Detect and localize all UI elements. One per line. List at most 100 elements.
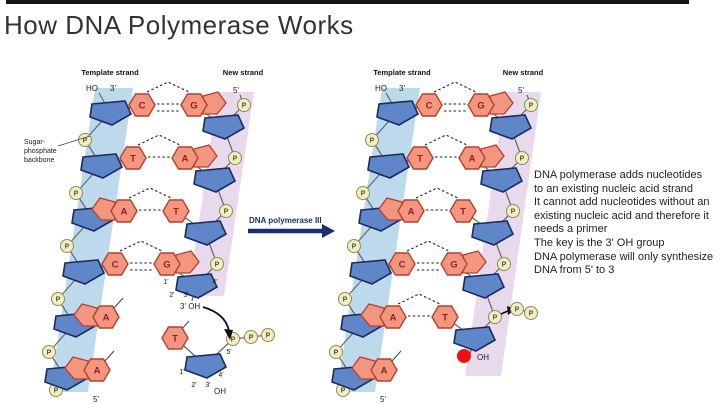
phosphate-letter: P	[370, 138, 375, 145]
phosphate-icon	[60, 239, 74, 253]
phosphate-letter: P	[65, 244, 70, 251]
base-hexagon-icon	[92, 305, 120, 329]
sugar-pentagon-icon	[184, 353, 228, 379]
hydrogen-bonds	[146, 81, 190, 93]
unpaired-bond-stub	[113, 297, 124, 309]
ho-label: HO	[375, 84, 387, 93]
base-letter-a: A	[94, 366, 101, 377]
base-letter-c: C	[112, 260, 119, 271]
phosphate-icon	[515, 151, 529, 165]
three-prime-label: 3'	[110, 84, 116, 93]
base-hexagon-icon	[458, 146, 486, 170]
phosphate-icon	[488, 310, 502, 324]
phosphate-letter: P	[334, 350, 339, 357]
phosphate-icon	[365, 133, 379, 147]
phosphate-letter: P	[352, 244, 357, 251]
phosphate-letter: P	[266, 333, 271, 340]
base-letter-c: C	[426, 101, 433, 112]
backbone-label: phosphate	[24, 148, 57, 155]
template-strand-label: Template strand	[81, 68, 139, 77]
phosphate-icon	[524, 306, 538, 320]
phosphate-letter: P	[56, 297, 61, 304]
phosphate-letter: P	[83, 138, 88, 145]
hydrogen-bonds	[397, 293, 441, 305]
phosphate-letter: P	[249, 335, 254, 342]
phosphate-icon	[510, 302, 524, 316]
base-letter-t: T	[442, 313, 448, 324]
base-letter-g: G	[450, 260, 457, 271]
carbon-2-label: 2'	[191, 382, 196, 389]
base-hexagon-icon	[119, 146, 147, 170]
phosphate-letter: P	[515, 307, 520, 314]
phosphate-letter: P	[529, 103, 534, 110]
description-line: DNA from 5' to 3	[534, 264, 615, 277]
sugar-pentagon-icon	[193, 167, 237, 193]
base-hexagon-icon	[101, 252, 129, 276]
oh-label: OH	[214, 387, 226, 396]
backbone-label: backbone	[24, 157, 54, 164]
carbon-1-label: 1'	[163, 279, 168, 286]
base-letter-t: T	[460, 207, 466, 218]
phosphate-icon	[524, 98, 538, 112]
carbon-5-label: 5'	[226, 349, 231, 356]
new-strand-label: New strand	[503, 68, 544, 77]
phosphate-letter: P	[224, 209, 229, 216]
base-hexagon-icon	[162, 199, 190, 223]
five-prime-label: 5'	[233, 86, 239, 95]
phosphate-letter: P	[343, 297, 348, 304]
description-line: needs a primer	[534, 223, 608, 236]
base-letter-t: T	[173, 207, 179, 218]
attack-arrowhead	[224, 329, 233, 340]
triphosphate-line	[204, 334, 269, 366]
base-letter-g: G	[477, 101, 484, 112]
phosphate-icon	[347, 239, 361, 253]
phosphate-icon	[69, 186, 83, 200]
description-line: existing nucleic acid and therefore it	[534, 209, 709, 222]
base-letter-c: C	[139, 101, 146, 112]
base-letter-g: G	[190, 101, 197, 112]
five-prime-label: 5'	[380, 395, 386, 404]
carbon-3-label: 3'	[183, 292, 188, 299]
phosphate-icon	[51, 292, 65, 306]
sugar-pentagon-icon	[175, 273, 219, 299]
phosphate-letter: P	[242, 103, 247, 110]
phosphate-icon	[497, 257, 511, 271]
sugar-pentagon-icon	[202, 114, 246, 140]
hydrogen-bonds	[137, 134, 181, 146]
five-prime-label: 5'	[518, 86, 524, 95]
hydrogen-bonds	[119, 240, 163, 252]
sugar-pentagon-icon	[349, 259, 393, 285]
base-hexagon-icon	[431, 305, 459, 329]
sugar-pentagon-icon	[184, 220, 228, 246]
backbone-pointer-line	[57, 135, 91, 147]
base-hexagon-icon	[171, 146, 199, 170]
phosphate-letter: P	[74, 191, 79, 198]
phosphate-icon	[210, 257, 224, 271]
new-strand-label: New strand	[223, 68, 264, 77]
base-hexagon-icon	[415, 93, 443, 117]
enzyme-arrowhead	[322, 224, 335, 238]
base-hexagon-icon	[440, 252, 468, 276]
sugar-pentagon-icon	[453, 326, 497, 352]
phosphate-letter: P	[361, 191, 366, 198]
carbon-2-label: 2'	[169, 292, 174, 299]
sugar-pentagon-icon	[80, 153, 124, 179]
description-line: DNA polymerase will only synthesize	[534, 250, 714, 263]
unpaired-bond-stub	[104, 350, 115, 362]
phosphate-letter: P	[520, 156, 525, 163]
base-hexagon-icon	[397, 199, 425, 223]
base-letter-g: G	[163, 260, 170, 271]
base-hexagon-icon	[153, 252, 181, 276]
carbon-4-label: 4'	[212, 279, 217, 286]
base-hexagon-icon	[370, 358, 398, 382]
description-text: DNA polymerase adds nucleotides to an ex…	[534, 169, 713, 278]
backbone-label: Sugar-	[24, 139, 46, 146]
sugar-pentagon-icon	[489, 114, 533, 140]
oh-label: OH	[477, 353, 489, 362]
base-hexagon-icon	[388, 252, 416, 276]
phosphate-letter: P	[215, 262, 220, 269]
base-hexagon-icon	[379, 305, 407, 329]
sugar-pentagon-icon	[376, 100, 420, 126]
base-hexagon-icon	[128, 93, 156, 117]
